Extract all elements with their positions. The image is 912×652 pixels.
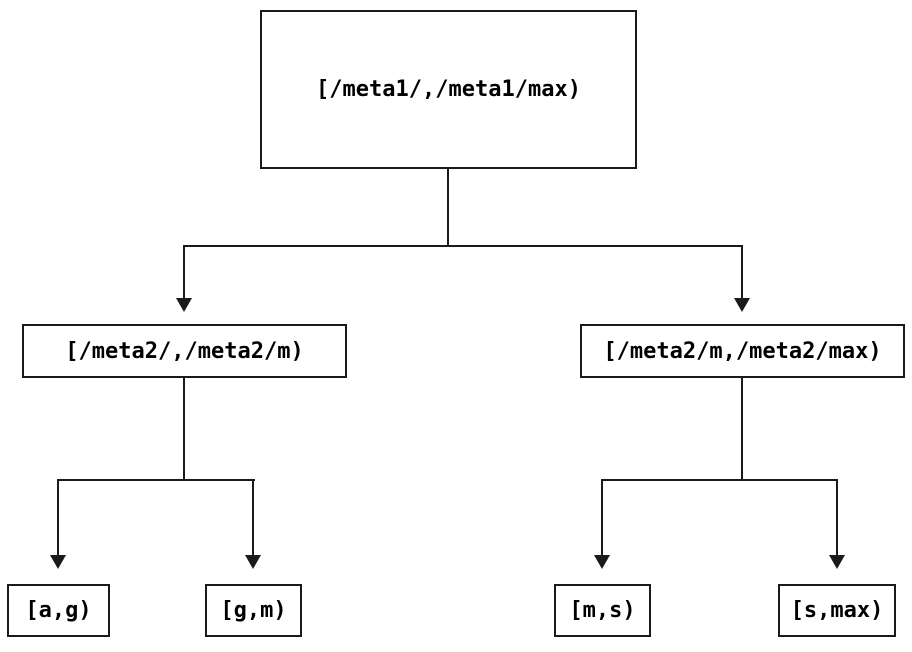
arrowhead-down-icon — [50, 555, 66, 569]
edge-root-to-meta2-left — [183, 245, 185, 298]
node-leaf-gm-label: [g,m) — [220, 598, 287, 623]
node-leaf-smax: [s,max) — [778, 584, 896, 637]
edge-meta2-right-to-leaf-smax — [836, 479, 838, 555]
arrowhead-down-icon — [245, 555, 261, 569]
edge-root-stem — [447, 169, 449, 247]
edge-meta2-right-to-leaf-ms — [601, 479, 603, 555]
node-meta2-right: [/meta2/m,/meta2/max) — [580, 324, 905, 378]
node-leaf-ms-label: [m,s) — [569, 598, 636, 623]
arrowhead-down-icon — [829, 555, 845, 569]
node-leaf-smax-label: [s,max) — [790, 598, 884, 623]
arrowhead-down-icon — [734, 298, 750, 312]
node-leaf-ms: [m,s) — [554, 584, 651, 637]
edge-root-to-meta2-right — [741, 245, 743, 298]
node-leaf-gm: [g,m) — [205, 584, 302, 637]
node-meta2-left: [/meta2/,/meta2/m) — [22, 324, 347, 378]
node-root-label: [/meta1/,/meta1/max) — [316, 77, 581, 102]
node-meta2-left-label: [/meta2/,/meta2/m) — [65, 338, 304, 364]
edge-level2-left-bar — [57, 479, 255, 481]
node-leaf-ag-label: [a,g) — [25, 598, 92, 623]
node-root: [/meta1/,/meta1/max) — [260, 10, 637, 169]
edge-level1-bar — [183, 245, 743, 247]
edge-meta2-left-stem — [183, 378, 185, 481]
edge-meta2-left-to-leaf-ag — [57, 479, 59, 555]
edge-meta2-right-stem — [741, 378, 743, 481]
edge-level2-right-bar — [601, 479, 838, 481]
edge-meta2-left-to-leaf-gm — [252, 479, 254, 555]
node-meta2-right-label: [/meta2/m,/meta2/max) — [603, 338, 882, 364]
arrowhead-down-icon — [594, 555, 610, 569]
arrowhead-down-icon — [176, 298, 192, 312]
node-leaf-ag: [a,g) — [7, 584, 110, 637]
